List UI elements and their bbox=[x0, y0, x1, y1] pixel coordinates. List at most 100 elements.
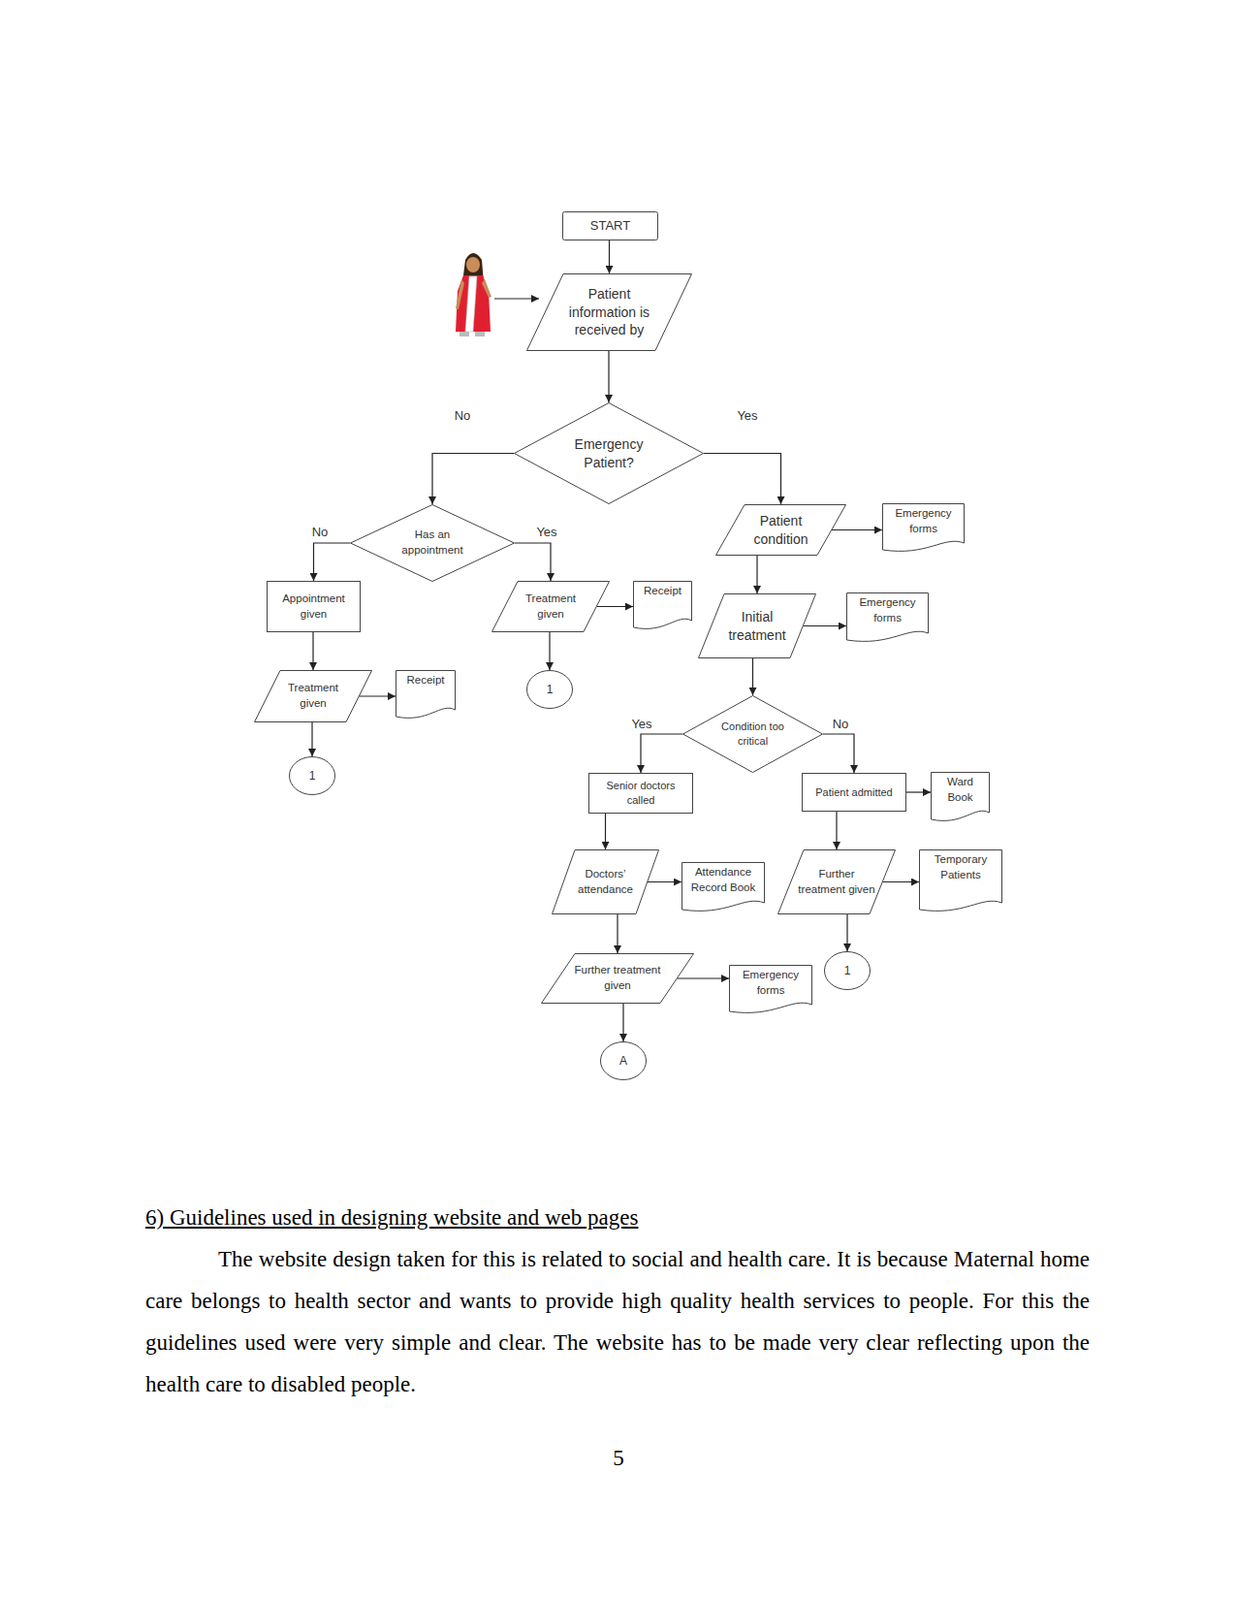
connector bbox=[604, 813, 606, 850]
outline bbox=[589, 773, 694, 814]
decision-diamond: Has an appointment bbox=[349, 504, 515, 582]
shape-outline bbox=[540, 952, 695, 1004]
edge-label: No bbox=[830, 716, 852, 731]
outline bbox=[698, 594, 817, 659]
node-label: Has an appointment bbox=[385, 527, 479, 558]
node-content: 1 bbox=[526, 669, 573, 709]
connector bbox=[514, 542, 551, 581]
connector bbox=[432, 453, 514, 506]
decision-diamond: Emergency Patient? bbox=[513, 402, 704, 505]
shape-outline bbox=[266, 580, 361, 633]
body-paragraph: The website design taken for this is rel… bbox=[145, 1237, 1090, 1405]
node-content: Emergency forms bbox=[728, 964, 813, 1016]
process-box: Senior doctors called bbox=[588, 772, 694, 814]
node-label: Further treatment given bbox=[566, 962, 669, 993]
edge-label: Yes bbox=[734, 408, 760, 423]
node-content: Emergency Patient? bbox=[513, 402, 704, 505]
shape-outline bbox=[697, 593, 817, 659]
outline bbox=[778, 850, 896, 915]
node-content: 1 bbox=[824, 950, 871, 990]
node-label: Temporary Patients bbox=[922, 852, 999, 883]
document-shape: Emergency forms bbox=[882, 503, 965, 555]
process-box: Appointment given bbox=[266, 580, 361, 633]
shape-outline bbox=[588, 772, 694, 814]
connector bbox=[831, 529, 883, 531]
decision-diamond: Condition too critical bbox=[682, 695, 824, 773]
outline bbox=[563, 212, 659, 241]
connector-circle: 1 bbox=[824, 950, 871, 990]
node-label: Emergency forms bbox=[732, 967, 809, 998]
document-shape: Ward Book bbox=[930, 771, 990, 824]
outline bbox=[350, 505, 515, 582]
connector bbox=[803, 625, 848, 627]
edge-label: Yes bbox=[629, 716, 654, 731]
node-content: Has an appointment bbox=[349, 504, 515, 582]
io-parallelogram: Treatment given bbox=[491, 580, 610, 633]
connector bbox=[622, 1003, 624, 1042]
io-parallelogram: Treatment given bbox=[253, 669, 373, 723]
connector bbox=[752, 658, 754, 696]
input-arrow bbox=[494, 297, 539, 299]
node-label: Patient admitted bbox=[815, 785, 893, 800]
connector bbox=[548, 632, 550, 670]
node-content: Further treatment given bbox=[540, 952, 695, 1004]
node-content: Doctors’ attendance bbox=[551, 849, 660, 915]
node-label: A bbox=[619, 1052, 628, 1069]
shape-outline bbox=[349, 504, 515, 582]
connector bbox=[597, 605, 634, 607]
outline bbox=[633, 581, 693, 630]
node-content: Emergency forms bbox=[846, 592, 929, 645]
io-parallelogram: Doctors’ attendance bbox=[551, 849, 660, 915]
process-box: Patient admitted bbox=[801, 772, 907, 812]
node-content: 1 bbox=[288, 756, 336, 795]
edge-label: Yes bbox=[534, 524, 559, 539]
outline bbox=[931, 772, 990, 822]
outline bbox=[682, 862, 765, 912]
node-label: Doctors’ attendance bbox=[569, 866, 642, 897]
node-content: Attendance Record Book bbox=[681, 861, 765, 915]
shape-outline bbox=[253, 669, 373, 723]
connector bbox=[906, 791, 931, 793]
shape-outline bbox=[491, 580, 610, 633]
node-label: Receipt bbox=[643, 583, 682, 600]
connector bbox=[883, 881, 920, 883]
connector bbox=[359, 695, 397, 697]
node-content: Treatment given bbox=[491, 580, 610, 633]
node-label: Patient information is received by bbox=[554, 285, 665, 341]
connector-circle: 1 bbox=[526, 669, 573, 709]
woman-figure bbox=[455, 253, 492, 337]
outline bbox=[601, 1042, 647, 1080]
document-shape: Emergency forms bbox=[728, 964, 813, 1016]
outline bbox=[683, 696, 824, 773]
node-label: START bbox=[590, 217, 631, 235]
connector bbox=[677, 977, 730, 979]
io-parallelogram: Patient information is received by bbox=[526, 273, 693, 351]
edge-label: No bbox=[310, 524, 331, 539]
outline bbox=[847, 593, 929, 642]
node-content: Senior doctors called bbox=[588, 772, 694, 814]
node-label: Patient condition bbox=[737, 511, 824, 549]
connector bbox=[835, 811, 837, 850]
node-content: Receipt bbox=[395, 669, 456, 722]
document-shape: Temporary Patients bbox=[919, 849, 1003, 915]
node-content: Appointment given bbox=[266, 580, 361, 633]
node-label: Initial treatment bbox=[717, 607, 797, 645]
shape-outline bbox=[777, 849, 896, 915]
node-content: Ward Book bbox=[930, 771, 990, 824]
connector bbox=[311, 722, 313, 757]
node-content: Emergency forms bbox=[882, 503, 965, 555]
document-shape: Receipt bbox=[395, 669, 456, 722]
node-label: Ward Book bbox=[934, 774, 986, 805]
node-label: Emergency forms bbox=[886, 506, 961, 537]
outline bbox=[824, 951, 871, 990]
connector bbox=[703, 453, 782, 506]
connector bbox=[312, 632, 314, 670]
io-parallelogram: Patient condition bbox=[715, 504, 847, 556]
outline bbox=[527, 274, 693, 351]
connector bbox=[607, 350, 609, 403]
io-parallelogram: Initial treatment bbox=[697, 593, 817, 659]
node-label: Emergency Patient? bbox=[555, 435, 663, 473]
connector bbox=[608, 240, 610, 274]
node-label: Appointment given bbox=[270, 591, 357, 622]
